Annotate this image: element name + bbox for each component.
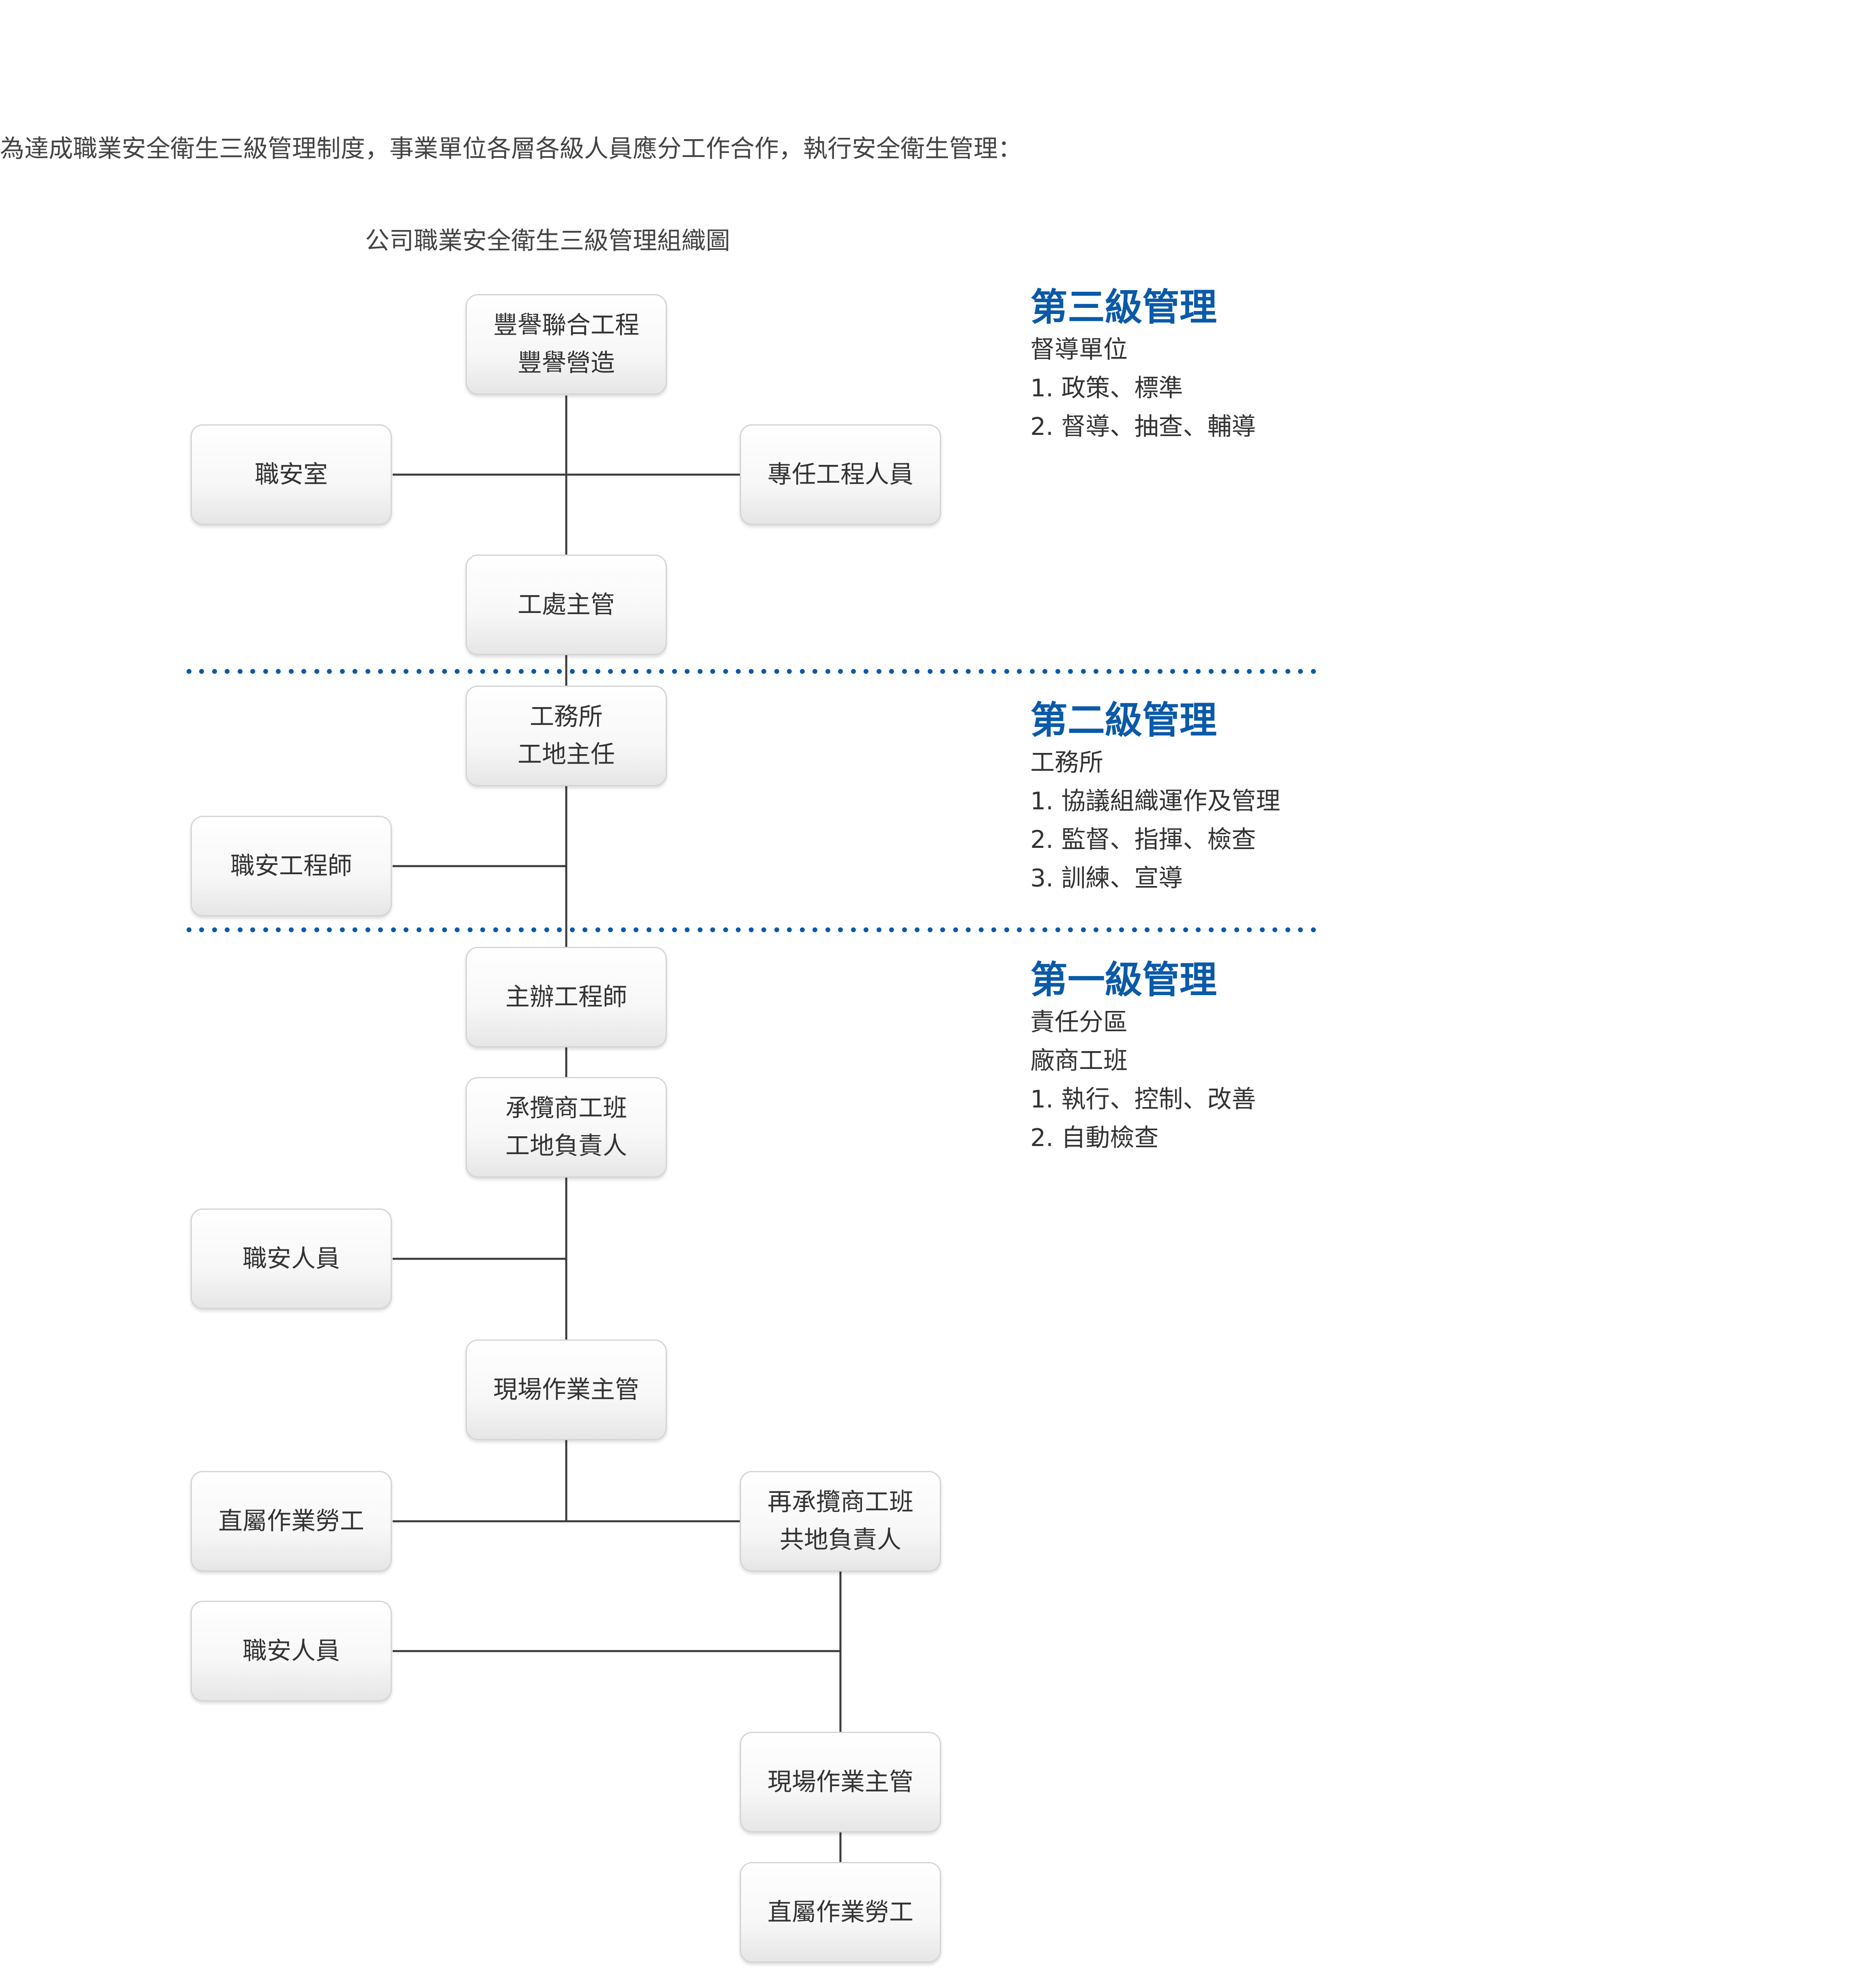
node-contractor-label: 承攬商工班 工地負責人 xyxy=(505,1094,627,1160)
chart-title: 公司職業安全衛生三級管理組織圖 xyxy=(365,227,730,255)
node-safety-staff-1-label: 職安人員 xyxy=(243,1244,340,1273)
level1-line: 1. 執行、控制、改善 xyxy=(1030,1085,1256,1114)
intro-text: 為達成職業安全衛生三級管理制度，事業單位各層各級人員應分工作合作，執行安全衛生管… xyxy=(0,135,1022,163)
level2-line: 3. 訓練、宣導 xyxy=(1030,864,1183,892)
node-safety-engineer: 職安工程師 xyxy=(191,816,392,916)
node-site-supervisor-1: 現場作業主管 xyxy=(466,1340,667,1440)
node-safety-office: 職安室 xyxy=(191,424,392,525)
level1-line: 廠商工班 xyxy=(1030,1047,1128,1075)
level1-heading: 第一級管理 xyxy=(1030,958,1217,1002)
level-divider-lower-dot xyxy=(187,927,191,932)
level3-description: 第三級管理 督導單位 1. 政策、標準 2. 督導、抽查、輔導 xyxy=(1030,284,1256,446)
level3-heading: 第三級管理 xyxy=(1030,286,1217,329)
node-full-time-engineer: 專任工程人員 xyxy=(740,424,941,525)
node-site-office: 工務所 工地主任 xyxy=(466,686,667,786)
node-safety-engineer-label: 職安工程師 xyxy=(230,852,352,880)
node-safety-staff-2: 職安人員 xyxy=(191,1601,392,1701)
node-site-supervisor-2-label: 現場作業主管 xyxy=(767,1768,913,1796)
node-subcontractor-label: 再承攬商工班 共地負責人 xyxy=(767,1488,913,1554)
level3-line: 2. 督導、抽查、輔導 xyxy=(1030,413,1256,441)
node-safety-staff-1: 職安人員 xyxy=(191,1208,392,1309)
node-company: 豐譽聯合工程 豐譽營造 xyxy=(466,294,667,395)
node-company-label: 豐譽聯合工程 豐譽營造 xyxy=(493,311,639,377)
level2-heading: 第二級管理 xyxy=(1030,699,1217,742)
level1-line: 2. 自動檢查 xyxy=(1030,1124,1159,1152)
node-direct-workers-1: 直屬作業勞工 xyxy=(191,1471,392,1572)
level2-line: 2. 監督、指揮、檢查 xyxy=(1030,826,1256,854)
node-safety-office-label: 職安室 xyxy=(255,460,328,489)
dotted-dividers xyxy=(187,669,1316,932)
node-safety-staff-2-label: 職安人員 xyxy=(243,1636,340,1665)
node-site-supervisor-2: 現場作業主管 xyxy=(740,1732,941,1832)
node-lead-engineer-label: 主辦工程師 xyxy=(505,983,627,1011)
level1-line: 責任分區 xyxy=(1030,1008,1128,1036)
node-subcontractor: 再承攬商工班 共地負責人 xyxy=(740,1471,941,1572)
node-direct-workers-2-label: 直屬作業勞工 xyxy=(767,1898,913,1927)
level2-line: 1. 協議組織運作及管理 xyxy=(1030,787,1281,815)
node-lead-engineer: 主辦工程師 xyxy=(466,947,667,1047)
level3-line: 1. 政策、標準 xyxy=(1030,374,1183,402)
level2-line: 工務所 xyxy=(1030,748,1103,777)
level2-description: 第二級管理 工務所 1. 協議組織運作及管理 2. 監督、指揮、檢查 3. 訓練… xyxy=(1030,697,1280,898)
node-site-supervisor-1-label: 現場作業主管 xyxy=(493,1375,639,1404)
node-works-director-label: 工處主管 xyxy=(518,590,615,619)
level1-description: 第一級管理 責任分區 廠商工班 1. 執行、控制、改善 2. 自動檢查 xyxy=(1030,957,1256,1157)
node-site-office-label: 工務所 工地主任 xyxy=(518,703,615,769)
node-full-time-engineer-label: 專任工程人員 xyxy=(767,460,913,489)
node-direct-workers-1-label: 直屬作業勞工 xyxy=(218,1507,364,1535)
level3-line: 督導單位 xyxy=(1030,335,1128,364)
node-works-director: 工處主管 xyxy=(466,555,667,655)
level-divider-upper-dot xyxy=(187,669,191,674)
node-direct-workers-2: 直屬作業勞工 xyxy=(740,1862,941,1963)
node-contractor: 承攬商工班 工地負責人 xyxy=(466,1077,667,1178)
